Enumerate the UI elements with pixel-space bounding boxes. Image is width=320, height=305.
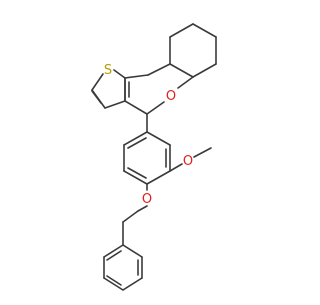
benzene-ring-benzyl bbox=[103, 221, 143, 291]
ring-oxygen-label: O bbox=[166, 89, 176, 104]
benzyloxy-oxygen-label: O bbox=[142, 192, 152, 207]
molecule-drawing: S O O O bbox=[91, 23, 217, 291]
cyclohexane-ring bbox=[169, 23, 217, 78]
benzene-ring-aryl bbox=[123, 131, 171, 185]
benzyloxy-group bbox=[122, 183, 148, 223]
structure-canvas: S O O O bbox=[91, 23, 217, 291]
methoxy-oxygen-label: O bbox=[183, 154, 193, 169]
methoxy-group bbox=[169, 147, 212, 172]
sulfur-atom-label: S bbox=[104, 63, 112, 78]
thiophene-ring bbox=[91, 69, 130, 109]
